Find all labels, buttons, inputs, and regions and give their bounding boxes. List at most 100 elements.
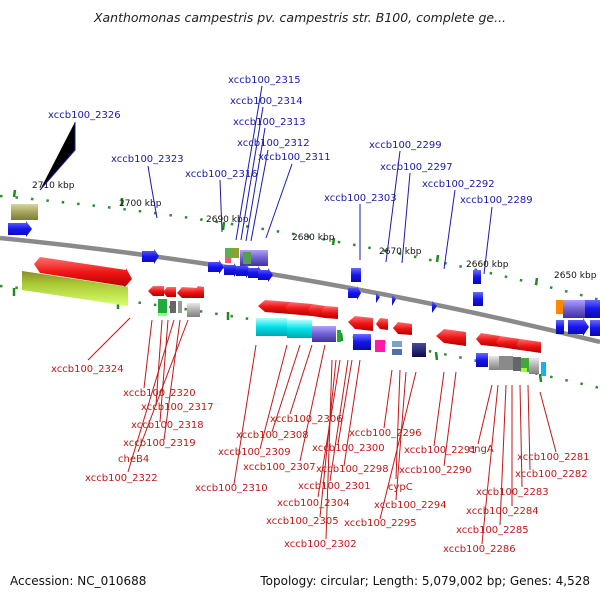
gene-arrow: [308, 304, 325, 318]
gene-label: xccb100_2296: [349, 428, 422, 439]
gene-block: [243, 252, 251, 264]
gene-label: xccb100_2326: [48, 110, 121, 121]
gene-label: xccb100_2311: [258, 152, 331, 163]
scale-label: 2710 kbp: [32, 181, 75, 191]
gene-label: xccb100_2285: [456, 525, 529, 536]
top-gene-labels[interactable]: xccb100_2326 xccb100_2315 xccb100_2314 x…: [48, 75, 533, 206]
gene-arrow: [224, 263, 239, 277]
scale-labels: 2710 kbp 2700 kbp 2690 kbp 2680 kbp 2670…: [32, 181, 597, 281]
gene-block: [256, 318, 287, 336]
gene-block: [287, 320, 312, 338]
reverse-features[interactable]: [22, 257, 546, 376]
gene-block: [590, 320, 600, 336]
gene-label: xccb100_2322: [85, 473, 158, 484]
gene-arrow: [376, 293, 380, 303]
gene-label: xccb100_2281: [517, 452, 590, 463]
gene-label: xccb100_2286: [443, 544, 516, 555]
scale-label: 2690 kbp: [206, 215, 249, 225]
gene-block: [556, 320, 564, 334]
gene-block: [392, 341, 402, 347]
gene-label: xccb100_2282: [515, 469, 588, 480]
gene-label: engA: [468, 444, 494, 455]
forward-features[interactable]: [8, 204, 600, 336]
gene-block: [489, 356, 499, 370]
gene-arrow: [148, 286, 164, 296]
gene-arrow: [163, 287, 176, 297]
gene-arrow: [496, 336, 520, 350]
gene-arrow: [194, 286, 204, 298]
gene-label: xccb100_2295: [344, 518, 417, 529]
bottom-leader-lines: [87, 317, 557, 545]
gene-label: xccb100_2283: [476, 487, 549, 498]
gene-label: xccb100_2289: [460, 195, 533, 206]
gene-label: xccb100_2320: [123, 388, 196, 399]
gene-arrow: [348, 316, 373, 331]
gene-label: xccb100_2310: [195, 483, 268, 494]
gene-label: xccb100_2292: [422, 179, 495, 190]
gene-block: [187, 303, 200, 317]
gene-block: [225, 258, 231, 263]
gene-arrow: [321, 306, 338, 319]
gene-block: [513, 357, 521, 371]
top-leader-lines: [39, 85, 493, 275]
gene-arrow: [177, 287, 198, 298]
gene-arrow: [376, 318, 388, 330]
gene-label: xccb100_2290: [399, 465, 472, 476]
gene-label: xccb100_2314: [230, 96, 303, 107]
accession-text: Accession: NC_010688: [10, 574, 147, 588]
gene-block: [170, 301, 176, 313]
gene-block: [351, 268, 361, 282]
gene-block: [178, 301, 182, 313]
gene-block: [499, 356, 513, 370]
gene-label: xccb100_2300: [312, 443, 385, 454]
gene-arrow: [142, 249, 159, 264]
gene-label: xccb100_2298: [316, 464, 389, 475]
gene-block: [231, 248, 239, 258]
genome-backbone: [0, 235, 600, 345]
scale-label: 2670 kbp: [379, 247, 422, 257]
gene-block: [337, 330, 341, 342]
gene-label: xccb100_2302: [284, 539, 357, 550]
gene-block: [585, 300, 600, 318]
gene-block: [312, 326, 324, 342]
gene-label: xccb100_2319: [123, 438, 196, 449]
gene-arrow: [436, 329, 466, 346]
gene-label: xccb100_2303: [324, 193, 397, 204]
gene-block: [476, 353, 488, 367]
gene-label: xccb100_2301: [298, 481, 371, 492]
gene-label: xccb100_2318: [131, 420, 204, 431]
gene-label: cypC: [388, 482, 413, 493]
gene-arrow: [348, 286, 361, 300]
gene-arrow: [208, 260, 224, 274]
gene-label: xccb100_2324: [51, 364, 124, 375]
gene-label: xccb100_2299: [369, 140, 442, 151]
gene-block: [521, 358, 529, 372]
gene-label: xccb100_2307: [243, 462, 316, 473]
gene-arrow: [393, 322, 412, 335]
bottom-gene-labels[interactable]: xccb100_2324 xccb100_2320 xccb100_2317 x…: [51, 364, 590, 555]
gene-label: xccb100_2294: [374, 500, 447, 511]
gene-arrow: [258, 268, 273, 282]
gene-arrow: [236, 264, 251, 278]
gene-label: xccb100_2284: [466, 506, 539, 517]
gene-block: [473, 270, 481, 284]
gene-block: [563, 300, 585, 318]
genome-title: Xanthomonas campestris pv. campestris st…: [93, 10, 507, 25]
gene-block: [158, 299, 167, 313]
gene-label: xccb100_2306: [270, 414, 343, 425]
gene-label: xccb100_2316: [185, 169, 258, 180]
gene-arrow: [22, 271, 128, 306]
gene-label: xccb100_2308: [236, 430, 309, 441]
gene-block: [529, 358, 539, 374]
major-ticks: [12, 189, 543, 383]
scale-label: 2650 kbp: [554, 271, 597, 281]
gene-arrow: [34, 257, 132, 288]
gene-block: [353, 334, 371, 350]
gene-block: [541, 362, 546, 376]
scale-label: 2660 kbp: [466, 260, 509, 270]
scale-label: 2700 kbp: [119, 199, 162, 209]
gene-label: xccb100_2304: [277, 498, 350, 509]
gene-arrow: [432, 301, 437, 313]
